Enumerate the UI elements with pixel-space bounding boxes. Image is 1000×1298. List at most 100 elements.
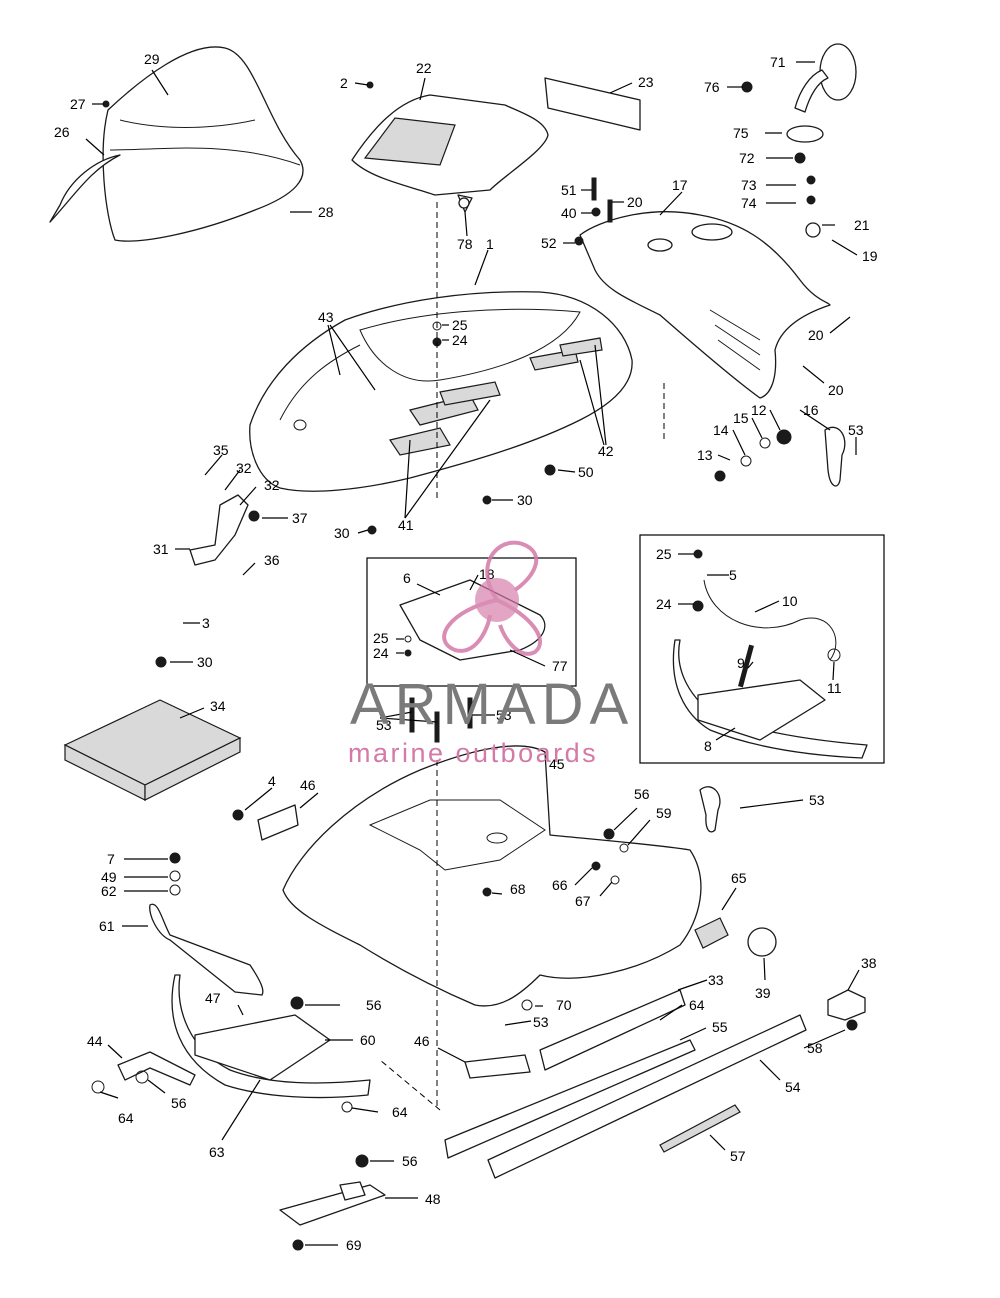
- callout-13: 13: [697, 447, 713, 463]
- callout-73: 73: [741, 177, 757, 193]
- callout-70: 70: [556, 997, 572, 1013]
- callout-12: 12: [751, 402, 767, 418]
- watermark-logo: [442, 540, 542, 656]
- callout-30: 30: [517, 492, 533, 508]
- inset-box-right: [639, 534, 885, 764]
- callout-63b: 53: [496, 707, 512, 723]
- rail-parts: [444, 989, 807, 1179]
- inset-box-center: [366, 557, 577, 687]
- callout-11: 11: [827, 680, 842, 696]
- callout-24b: 24: [373, 645, 389, 661]
- callout-51: 51: [561, 182, 577, 198]
- watermark-brand: ARMADA: [350, 672, 634, 737]
- callout-67: 67: [575, 893, 591, 909]
- callout-76: 76: [704, 79, 720, 95]
- cable-part: [703, 579, 837, 661]
- callout-25c: 25: [656, 546, 672, 562]
- callout-22: 22: [416, 60, 432, 76]
- watermark-tagline: marine outboards: [348, 738, 598, 768]
- callout-49: 49: [101, 869, 117, 885]
- callout-65: 65: [731, 870, 747, 886]
- callout-41: 41: [398, 517, 414, 533]
- callout-64: 64: [118, 1110, 134, 1126]
- side-panel-part: [579, 211, 831, 399]
- hood-part: [249, 291, 633, 492]
- callout-34: 34: [210, 698, 226, 714]
- callout-61: 61: [99, 918, 115, 934]
- callout-20c: 20: [828, 382, 844, 398]
- callout-2: 2: [340, 75, 348, 91]
- callout-27: 27: [70, 96, 86, 112]
- callout-74: 74: [741, 195, 757, 211]
- callout-25: 25: [452, 317, 468, 333]
- callout-20b: 20: [808, 327, 824, 343]
- callout-29: 29: [144, 51, 160, 67]
- callout-32b: 32: [264, 477, 280, 493]
- callout-55: 55: [712, 1019, 728, 1035]
- callout-69: 69: [346, 1237, 362, 1253]
- callout-7: 7: [107, 851, 115, 867]
- front-bumper-part: [672, 639, 868, 759]
- callout-71: 71: [770, 54, 786, 70]
- callout-56: 56: [366, 997, 382, 1013]
- callout-46b: 46: [414, 1033, 430, 1049]
- callout-25b: 25: [373, 630, 389, 646]
- callout-20: 20: [627, 194, 643, 210]
- callout-42: 42: [598, 443, 614, 459]
- callout-56d: 56: [634, 786, 650, 802]
- callout-52: 52: [541, 235, 557, 251]
- pad-part-lower: [464, 1054, 531, 1079]
- cap-part: [747, 927, 777, 957]
- pad-part: [257, 804, 299, 841]
- callout-16: 16: [803, 402, 819, 418]
- callout-62: 62: [101, 883, 117, 899]
- callout-40: 40: [561, 205, 577, 221]
- callout-60: 60: [360, 1032, 376, 1048]
- callout-30b: 30: [334, 525, 350, 541]
- callout-26: 26: [54, 124, 70, 140]
- callout-15: 15: [733, 410, 749, 426]
- reflector-part: [694, 917, 729, 949]
- callout-77: 77: [552, 658, 568, 674]
- callout-53c: 53: [809, 792, 825, 808]
- callout-17: 17: [672, 177, 688, 193]
- hinge-part: [189, 494, 249, 566]
- callout-9: 9: [737, 655, 745, 671]
- callout-54: 54: [785, 1079, 801, 1095]
- callout-59: 59: [656, 805, 672, 821]
- callout-53d: 53: [376, 717, 392, 733]
- callout-72: 72: [739, 150, 755, 166]
- callout-labels: 29 27 26 28 2 22 23 78 1 71 76 75 72 73 …: [54, 51, 878, 1253]
- callout-36: 36: [264, 552, 280, 568]
- callout-64b: 64: [392, 1104, 408, 1120]
- callout-35: 35: [213, 442, 229, 458]
- callout-24c: 24: [656, 596, 672, 612]
- callout-39: 39: [755, 985, 771, 1001]
- callout-53: 53: [848, 422, 864, 438]
- callout-48: 48: [425, 1191, 441, 1207]
- callout-78: 78: [457, 236, 473, 252]
- callout-57: 57: [730, 1148, 746, 1164]
- mirror-part: [786, 43, 857, 143]
- callout-5: 5: [729, 567, 737, 583]
- callout-21: 21: [854, 217, 870, 233]
- callout-30c: 30: [197, 654, 213, 670]
- callout-47: 47: [205, 990, 221, 1006]
- callout-44: 44: [87, 1033, 103, 1049]
- callout-6: 6: [403, 570, 411, 586]
- mount-bracket-part: [117, 1051, 196, 1086]
- leader-lines: [85, 61, 860, 1246]
- belly-pan-part: [282, 745, 702, 1007]
- callout-37: 37: [292, 510, 308, 526]
- callout-63: 63: [209, 1144, 225, 1160]
- bracket-part: [149, 903, 264, 996]
- dashed-line: [379, 1059, 441, 1111]
- callout-38: 38: [861, 955, 877, 971]
- tow-bracket-part: [827, 989, 866, 1021]
- callout-32: 32: [236, 460, 252, 476]
- callout-33: 33: [708, 972, 724, 988]
- callout-19: 19: [862, 248, 878, 264]
- callout-46: 46: [300, 777, 316, 793]
- callout-56b: 56: [171, 1095, 187, 1111]
